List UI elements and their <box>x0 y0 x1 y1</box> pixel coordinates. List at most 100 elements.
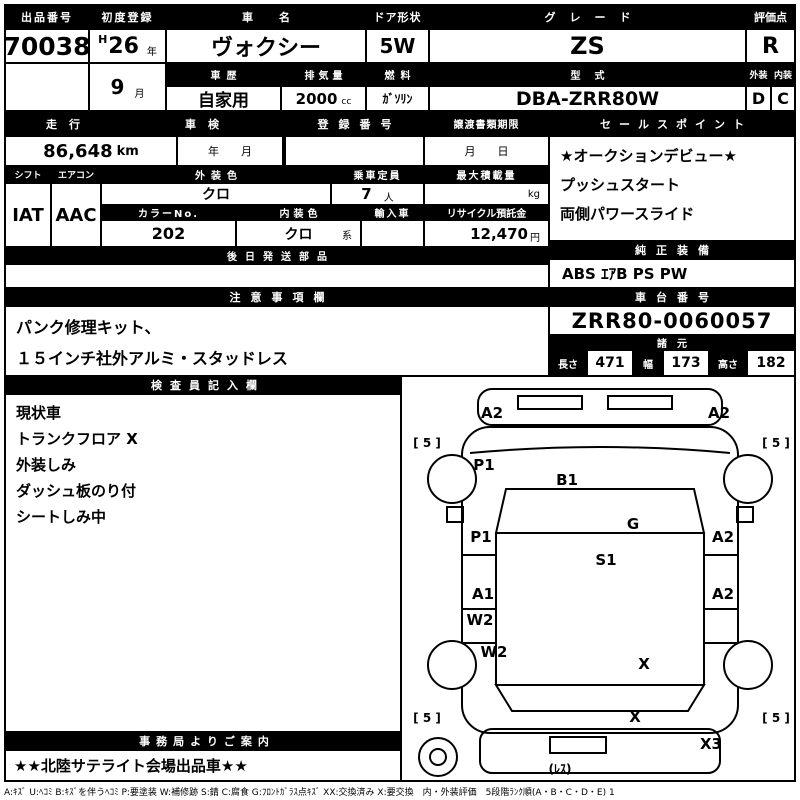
front-left-wheel <box>427 454 477 504</box>
damage-code-label: X <box>638 655 650 673</box>
left-mirror <box>446 506 464 523</box>
inspection-header: 車検 <box>120 110 284 137</box>
sales-points-header: セールスポイント <box>548 110 796 137</box>
spare-tire <box>418 737 458 777</box>
displacement-value: 2000 cc <box>280 85 367 112</box>
damage-code-label: P1 <box>473 456 494 474</box>
right-mirror <box>736 506 754 523</box>
first-reg-year: 26 <box>108 33 139 59</box>
notes-header: 注意事項欄 <box>4 287 550 307</box>
damage-code-label: X <box>629 708 641 726</box>
mileage-header: 走行 <box>4 110 122 137</box>
auction-no-value: 70038 <box>4 28 90 64</box>
recycle-unit: 円 <box>530 232 540 244</box>
damage-code-label: X3 <box>700 735 722 753</box>
interior-color-suffix: 系 <box>342 231 352 242</box>
grade-value: ZS <box>428 28 747 64</box>
equipment-value: ABS ｴｱB PS PW <box>548 258 796 289</box>
model-header: 型式 <box>428 62 747 87</box>
damage-code-label: [ 5 ] <box>413 711 441 725</box>
history-value: 自家用 <box>165 85 282 112</box>
damage-code-label: [ 5 ] <box>762 711 790 725</box>
score-header: 評価点 <box>745 4 796 30</box>
import-value <box>360 219 425 248</box>
max-load-value: kg <box>423 182 550 206</box>
front-grille-left <box>517 395 583 410</box>
sales-point-line: ★オークションデビュー★ <box>560 147 737 165</box>
height-header: 高さ <box>708 349 748 377</box>
recycle-value: 12,470 円 <box>423 219 550 248</box>
model-value: DBA-ZRR80W <box>428 85 747 112</box>
rear-right-wheel <box>723 640 773 690</box>
car-body-outline <box>461 426 739 734</box>
auction-no-header: 出品番号 <box>4 4 90 30</box>
notes-line: パンク修理キット、 <box>16 318 161 337</box>
interior-color-name: クロ <box>284 226 313 243</box>
interior-grade-header: 内装 <box>770 62 796 87</box>
damage-code-label: A1 <box>472 585 494 603</box>
sales-points-content: ★オークションデビュー★ プッシュスタート 両側パワースライド <box>548 135 796 242</box>
damage-code-label: S1 <box>595 551 616 569</box>
first-reg-era: H <box>98 33 108 46</box>
interior-grade-value: C <box>770 85 796 112</box>
equipment-header: 純正装備 <box>548 240 796 260</box>
damage-code-label: B1 <box>556 471 578 489</box>
capacity-number: 7 <box>361 185 372 203</box>
door-value: 5W <box>365 28 430 64</box>
registration-value <box>284 135 425 167</box>
color-no-value: 202 <box>100 219 237 248</box>
rear-license-plate <box>549 736 607 754</box>
notes-line: １５インチ社外アルミ・スタッドレス <box>16 349 288 368</box>
damage-code-label: W2 <box>467 611 494 629</box>
exterior-color-value: クロ <box>100 182 332 206</box>
width-header: 幅 <box>632 349 664 377</box>
spare-tire-inner <box>429 748 447 766</box>
length-value: 471 <box>586 349 634 377</box>
auction-no-blank-box <box>4 62 90 112</box>
capacity-unit: 人 <box>383 193 394 204</box>
office-header: 事務局よりご案内 <box>4 731 404 751</box>
displacement-number: 2000 <box>295 89 338 108</box>
shift-value: IAT <box>4 182 52 248</box>
inspector-line: シートしみ中 <box>16 508 107 526</box>
displacement-unit: cc <box>341 96 352 107</box>
car-name-value: ヴォクシー <box>165 28 367 64</box>
first-reg-month: 9 <box>110 75 125 99</box>
capacity-value: 7 人 <box>330 182 425 206</box>
sales-point-line: プッシュスタート <box>560 176 681 194</box>
first-reg-header: 初度登録 <box>88 4 167 30</box>
exterior-grade-header: 外装 <box>745 62 772 87</box>
mileage-value: 86,648 km <box>4 135 178 167</box>
score-value: R <box>745 28 796 64</box>
front-right-wheel <box>723 454 773 504</box>
exterior-grade-value: D <box>745 85 772 112</box>
office-content: ★★北陸サテライト会場出品車★★ <box>4 749 404 782</box>
inspector-content: 現状車 トランクフロア X 外装しみ ダッシュ板のり付 シートしみ中 <box>4 393 404 733</box>
car-name-header: 車名 <box>165 4 367 30</box>
damage-code-label: A2 <box>481 404 503 422</box>
rear-window <box>494 684 706 712</box>
first-reg-month-value: 9 月 <box>88 62 167 112</box>
front-bumper <box>477 388 723 426</box>
grade-header: グレード <box>428 4 747 30</box>
damage-code-label: A2 <box>708 404 730 422</box>
inspector-line: 外装しみ <box>16 456 77 474</box>
chassis-no-header: 車台番号 <box>548 287 796 307</box>
history-header: 車歴 <box>165 62 282 87</box>
transfer-deadline-value: 月 日 <box>423 135 550 167</box>
first-reg-month-unit: 月 <box>134 88 145 100</box>
damage-code-label: A2 <box>712 585 734 603</box>
inspector-line: 現状車 <box>16 404 62 422</box>
damage-code-label: (ﾚｽ) <box>549 762 572 776</box>
first-reg-value: H 26 年 <box>88 28 167 64</box>
recycle-amount: 12,470 <box>470 224 528 243</box>
fuel-header: 燃料 <box>365 62 430 87</box>
damage-code-label: A2 <box>712 528 734 546</box>
interior-color-value: クロ 系 <box>235 219 362 248</box>
height-value: 182 <box>746 349 796 377</box>
windshield <box>494 488 706 534</box>
width-value: 173 <box>662 349 710 377</box>
